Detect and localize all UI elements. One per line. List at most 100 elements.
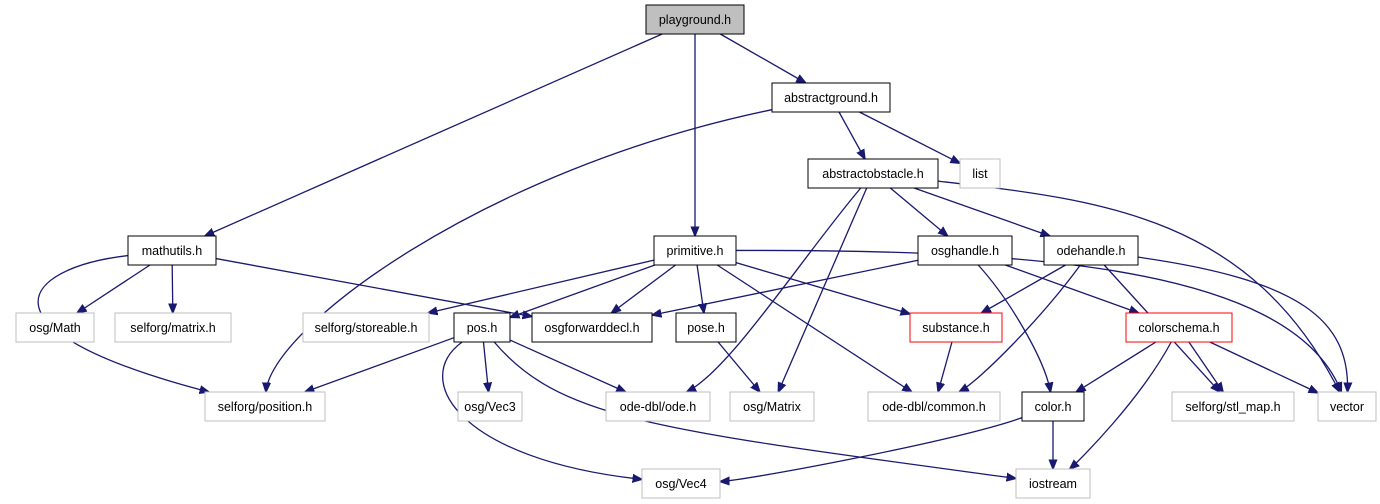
node-label-mathutils: mathutils.h [142,244,202,258]
node-box-color [1021,391,1085,422]
node-label-vec4: osg/Vec4 [655,477,706,491]
edge-abstractground-to-list [859,111,960,163]
edge-substance-to-common [938,341,953,392]
node-label-primitive: primitive.h [667,244,724,258]
edge-odehandle-to-substance [981,264,1066,313]
node-pose[interactable]: pose.h [675,312,737,343]
node-box-osgMatrix [729,391,815,422]
node-color[interactable]: color.h [1021,391,1085,422]
node-box-list [959,158,1001,189]
node-playground[interactable]: playground.h [645,4,745,35]
edge-osghandle-to-color [977,264,1050,392]
edge-osghandle-to-colorschema [1005,264,1138,313]
node-label-color: color.h [1035,400,1072,414]
node-list: list [959,158,1001,189]
node-label-stlmap: selforg/stl_map.h [1185,400,1280,414]
nodes-layer: playground.h abstractground.h abstractobst… [15,4,1377,499]
edge-color-to-vec4 [720,417,1023,482]
node-label-selforgMatrix: selforg/matrix.h [130,321,215,335]
edge-primitive-to-storeable [428,259,655,313]
edge-mathutils-to-selforgMatrix [172,264,173,313]
node-box-mathutils [127,235,217,266]
edge-abstractobstacle-to-odehandle [913,187,1050,236]
edge-colorschema-to-color [1076,341,1157,392]
node-box-osghandle [917,235,1013,266]
edge-primitive-to-pos [510,264,656,317]
edge-pos-to-vec3 [483,341,488,392]
edge-colorschema-to-vector [1209,341,1318,393]
node-substance[interactable]: substance.h [909,312,1003,343]
node-label-osgMath: osg/Math [29,321,80,335]
node-osgMatrix: osg/Matrix [729,391,815,422]
node-label-colorschema: colorschema.h [1138,321,1219,335]
node-storeable: selforg/storeable.h [302,312,430,343]
node-box-odehandle [1043,235,1139,266]
node-pos[interactable]: pos.h [453,312,511,343]
node-box-selforgMatrix [114,312,232,343]
edge-primitive-to-vector [735,249,1341,392]
edge-abstractobstacle-to-osghandle [889,187,947,236]
edge-primitive-to-common [716,264,912,392]
node-box-substance [909,312,1003,343]
node-osgforwarddecl[interactable]: osgforwarddecl.h [531,312,653,343]
edge-colorschema-to-stlmap [1188,341,1223,392]
node-position: selforg/position.h [204,391,326,422]
node-box-primitive [653,235,737,266]
edges-layer [37,33,1348,482]
node-primitive[interactable]: primitive.h [653,235,737,266]
node-box-vec4 [641,468,721,499]
edge-abstractground-to-abstractobstacle [838,111,865,159]
node-box-stlmap [1171,391,1295,422]
node-label-abstractground: abstractground.h [784,91,878,105]
edge-primitive-to-osgforwarddecl [611,264,676,313]
node-box-abstractobstacle [807,158,939,189]
edge-pos-to-position [305,337,455,392]
node-label-pose: pose.h [687,321,725,335]
node-label-iostream: iostream [1029,477,1077,491]
node-label-pos: pos.h [467,321,498,335]
node-box-vector [1317,391,1377,422]
node-abstractobstacle[interactable]: abstractobstacle.h [807,158,939,189]
node-label-osgMatrix: osg/Matrix [743,400,801,414]
node-label-playground: playground.h [659,13,731,27]
node-osghandle[interactable]: osghandle.h [917,235,1013,266]
node-box-vec3 [457,391,523,422]
edge-playground-to-mathutils [205,33,663,236]
node-abstractground[interactable]: abstractground.h [771,82,891,113]
edge-mathutils-to-osgMath [77,264,151,313]
edge-abstractobstacle-to-ode [687,187,862,392]
node-vector: vector [1317,391,1377,422]
node-box-pos [453,312,511,343]
node-box-osgforwarddecl [531,312,653,343]
edge-abstractobstacle-to-vector [937,180,1340,392]
edge-primitive-to-substance [735,261,910,314]
edge-odehandle-to-vector [1137,256,1348,392]
node-box-playground [645,4,745,35]
node-label-vector: vector [1330,400,1364,414]
edge-pos-to-ode [509,339,626,392]
node-colorschema[interactable]: colorschema.h [1125,312,1233,343]
edge-mathutils-to-osgforwarddecl [215,257,532,317]
node-label-osghandle: osghandle.h [931,244,999,258]
node-box-iostream [1015,468,1091,499]
edge-abstractobstacle-to-osgMatrix [778,187,868,392]
node-box-ode [605,391,711,422]
node-box-pose [675,312,737,343]
edge-osghandle-to-osgforwarddecl [652,259,919,315]
node-ode: ode-dbl/ode.h [605,391,711,422]
node-box-common [867,391,1001,422]
edge-abstractground-to-position [266,109,773,392]
edge-pose-to-osgMatrix [717,341,760,392]
node-vec3: osg/Vec3 [457,391,523,422]
node-label-common: ode-dbl/common.h [882,400,986,414]
edge-odehandle-to-common [959,264,1081,392]
node-label-odehandle: odehandle.h [1057,244,1126,258]
edge-mathutils-to-position [37,254,209,392]
node-label-list: list [972,167,988,181]
node-mathutils[interactable]: mathutils.h [127,235,217,266]
node-selforgMatrix: selforg/matrix.h [114,312,232,343]
node-odehandle[interactable]: odehandle.h [1043,235,1139,266]
node-label-osgforwarddecl: osgforwarddecl.h [544,321,639,335]
node-iostream: iostream [1015,468,1091,499]
